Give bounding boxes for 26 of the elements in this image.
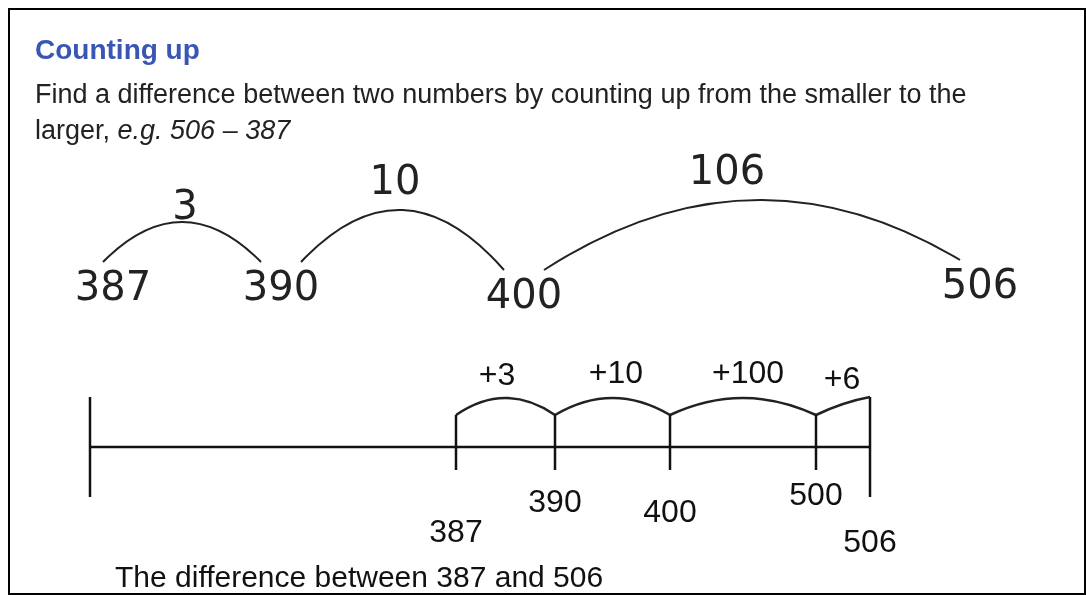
jump-arc — [815, 395, 871, 417]
jump-label: +3 — [478, 358, 516, 390]
number-label: 506 — [842, 525, 898, 557]
jump-arc — [455, 396, 556, 417]
number-label: 390 — [527, 485, 583, 517]
jump-label: 3 — [172, 185, 198, 225]
jump-label: +6 — [823, 362, 861, 394]
heading: Counting up — [35, 34, 200, 66]
jump-label: +10 — [588, 356, 644, 388]
number-label: 400 — [642, 495, 698, 527]
answer-sentence: The difference between 387 and 506 — [115, 560, 604, 594]
instruction-text: Find a difference between two numbers by counting up from the smaller to the larger, e.g. 506 – 387 — [35, 78, 968, 148]
jump-label: +100 — [711, 356, 785, 388]
jump-arc — [543, 199, 961, 271]
handwritten-number: 390 — [220, 262, 342, 310]
number-label: 387 — [428, 515, 484, 547]
handwritten-number: 387 — [58, 262, 168, 310]
jump-arc — [102, 221, 262, 263]
jump-label: 10 — [369, 160, 421, 200]
jump-arc — [554, 396, 671, 417]
jump-arc — [300, 209, 505, 271]
jump-arc — [669, 396, 817, 417]
jump-label: 106 — [688, 150, 766, 190]
handwritten-number: 506 — [925, 260, 1035, 308]
number-label: 500 — [788, 478, 844, 510]
handwritten-number: 400 — [470, 270, 578, 318]
